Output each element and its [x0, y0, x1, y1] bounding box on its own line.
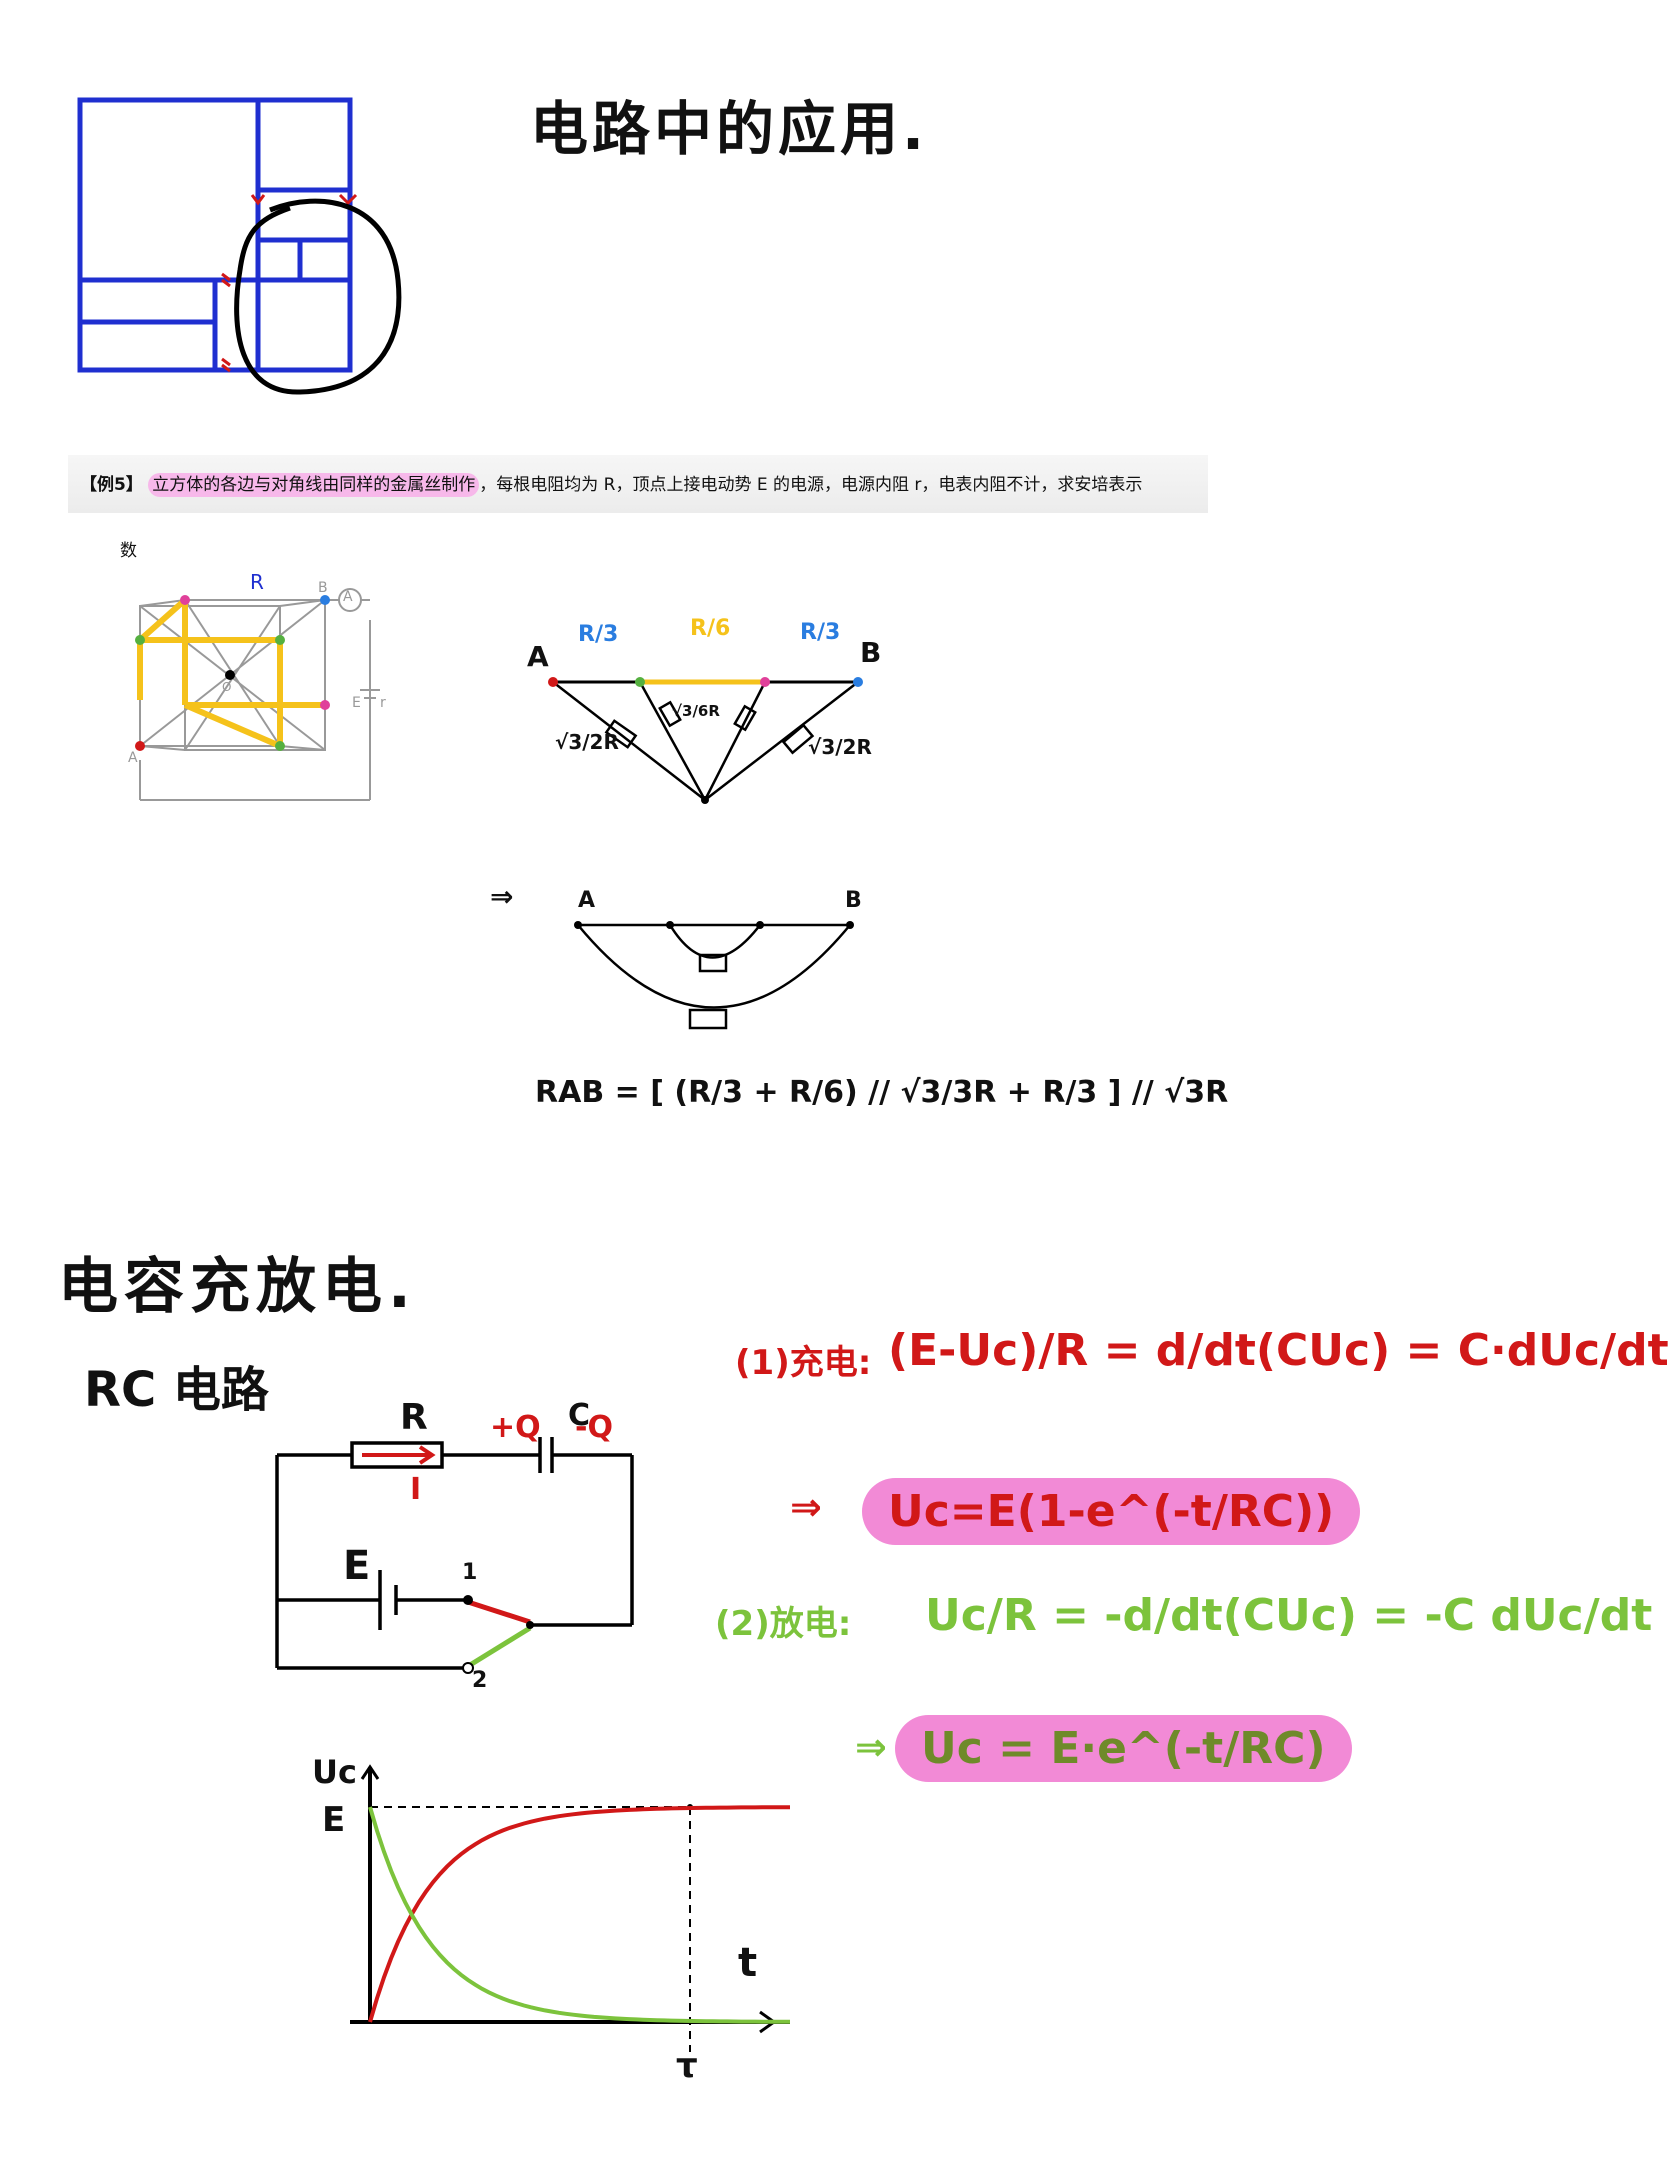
- network-a: A: [527, 640, 549, 673]
- charge-curve: [368, 1805, 790, 2023]
- rc-label-r: R: [400, 1397, 428, 1438]
- example-highlight: 立方体的各边与对角线由同样的金属丝制作: [148, 473, 480, 497]
- heading-rc-circuit: RC 电路: [84, 1362, 269, 1418]
- heading-capacitor: 电容充放电.: [58, 1252, 417, 1322]
- charge-result: Uc=E(1-e^(-t/RC)): [862, 1478, 1361, 1545]
- discharge-equation: Uc/R = -d/dt(CUc) = -C dUc/dt: [925, 1590, 1653, 1641]
- chart-x-tick-tau: τ: [676, 2046, 698, 2086]
- rab-formula: RAB = [ (R/3 + R/6) // √3/3R + R/3 ] // …: [535, 1075, 1229, 1110]
- rc-label-minus-q: -Q: [575, 1410, 613, 1445]
- discharge-label: (2)放电:: [715, 1604, 852, 1644]
- label-r6: R/6: [690, 616, 731, 641]
- cube-label-b: B: [318, 580, 328, 596]
- example-tag: 【例5】: [80, 475, 143, 495]
- rc-label-e: E: [343, 1543, 371, 1589]
- rc-label-i: I: [410, 1472, 422, 1507]
- network-arrow: ⇒: [490, 880, 514, 913]
- heading-circuit-application: 电路中的应用.: [530, 95, 929, 163]
- discharge-result: Uc = E·e^(-t/RC): [895, 1715, 1352, 1782]
- label-r3-left: R/3: [578, 622, 619, 647]
- rc-label-plus-q: +Q: [490, 1410, 541, 1445]
- example-continued: 数: [120, 541, 137, 561]
- example-text: 【例5】 立方体的各边与对角线由同样的金属丝制作，每根电阻均为 R，顶点上接电动…: [80, 470, 1143, 497]
- switch-pos-2: 2: [472, 1668, 488, 1693]
- label-diag-right: √3/2R: [808, 735, 872, 759]
- discharge-curve: [368, 1806, 790, 2024]
- network-b2: B: [845, 888, 862, 913]
- label-diag-left: √3/2R: [555, 730, 619, 754]
- switch-pos-1: 1: [462, 1560, 478, 1585]
- label-diag-mid: √3/6R: [672, 702, 720, 720]
- charge-label: (1)充电:: [735, 1343, 872, 1383]
- charge-result-arrow: ⇒: [790, 1485, 822, 1529]
- discharge-result-arrow: ⇒: [855, 1725, 887, 1769]
- chart-y-label: Uc: [312, 1753, 357, 1791]
- example-body: ，每根电阻均为 R，顶点上接电动势 E 的电源，电源内阻 r，电表内阻不计，求安…: [479, 475, 1143, 495]
- ammeter-icon: A: [343, 589, 353, 605]
- cube-label-r: R: [250, 570, 264, 594]
- chart-x-label: t: [738, 1940, 758, 1986]
- network-b: B: [860, 636, 882, 669]
- chart-y-tick-e: E: [322, 1800, 346, 1840]
- cube-label-e: E: [352, 695, 361, 711]
- cube-label-a: A: [128, 750, 138, 766]
- y-axis-arrow: [360, 1764, 380, 1780]
- cube-label-rr: r: [380, 695, 386, 711]
- rc-label-c: C: [568, 1398, 591, 1433]
- cube-label-o: O: [222, 680, 232, 694]
- label-r3-right: R/3: [800, 620, 841, 645]
- network-a2: A: [578, 888, 596, 913]
- charge-equation: (E-Uc)/R = d/dt(CUc) = C·dUc/dt: [888, 1325, 1668, 1376]
